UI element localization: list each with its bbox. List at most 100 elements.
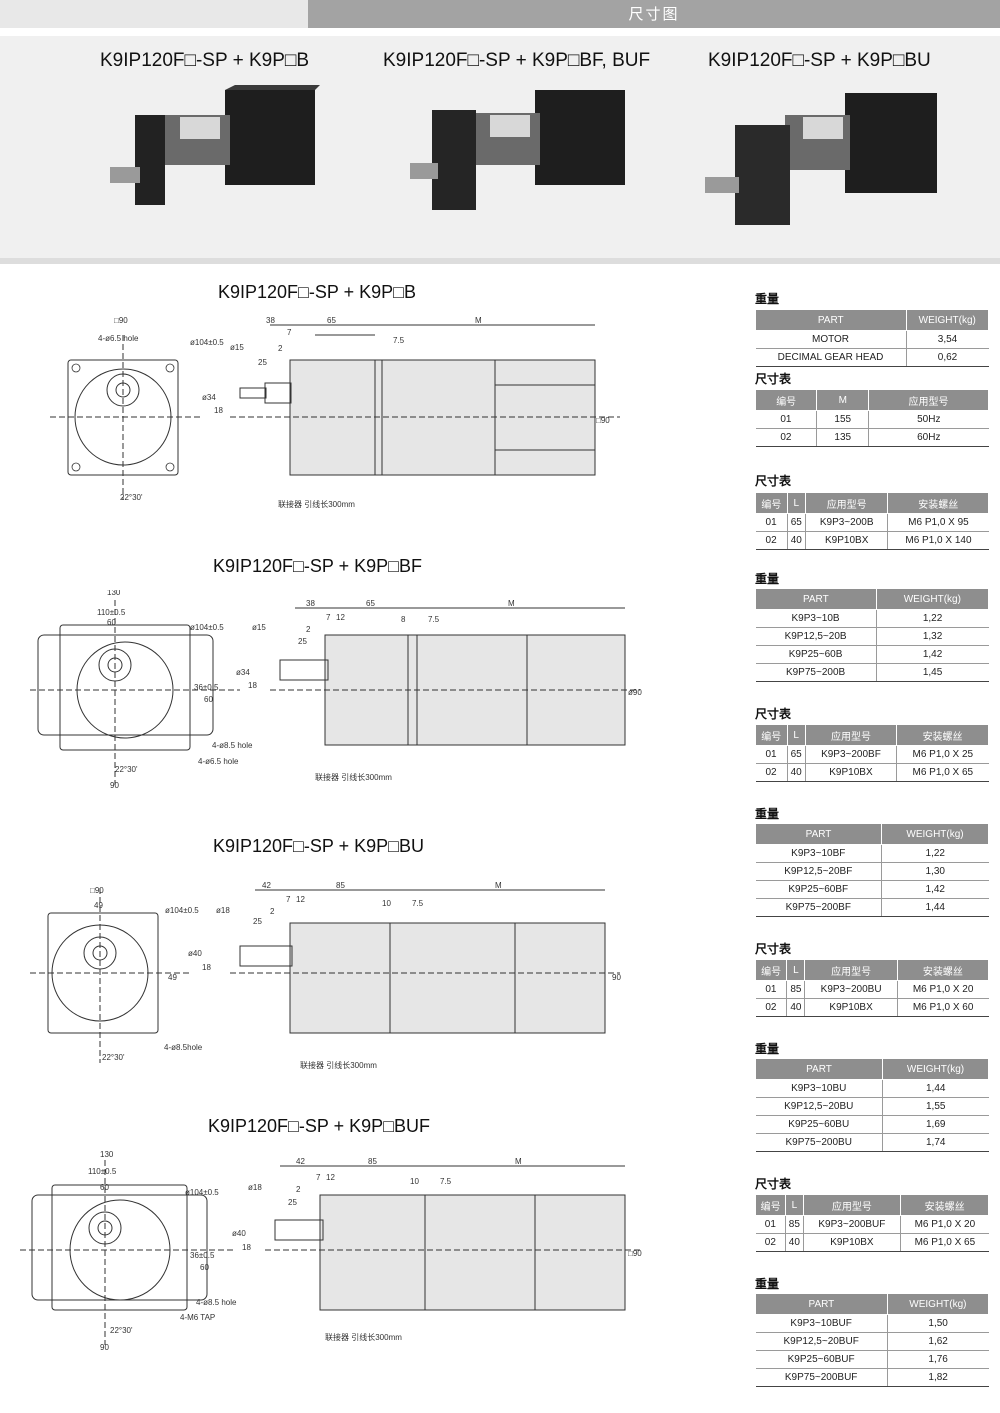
dim-90w: 90 bbox=[100, 1343, 109, 1352]
dim-shaft: ø15 bbox=[252, 623, 266, 632]
table-cell: 01 bbox=[755, 1215, 786, 1234]
table-cell: 40 bbox=[786, 763, 806, 782]
dim-36: 36±0.5 bbox=[190, 1251, 215, 1260]
table-cell: DECIMAL GEAR HEAD bbox=[755, 348, 907, 367]
table-cell: 1,42 bbox=[881, 880, 989, 899]
table-cell: M6 P1,0 X 65 bbox=[900, 1233, 989, 1252]
table-cell: M6 P1,0 X 25 bbox=[896, 745, 989, 764]
table-cell: K9P25~60BF bbox=[755, 880, 882, 899]
table-cell: M6 P1,0 X 20 bbox=[896, 980, 989, 999]
dim-18: 18 bbox=[248, 681, 257, 690]
dim-38: 38 bbox=[266, 316, 275, 325]
dim-m: M bbox=[515, 1157, 522, 1166]
label-dim-table: 尺寸表 bbox=[755, 942, 792, 956]
table-cell: M6 P1,0 X 60 bbox=[896, 998, 989, 1017]
dim-2: 2 bbox=[306, 625, 311, 634]
table-header-cell: PART bbox=[755, 1293, 888, 1315]
dim-42: 42 bbox=[296, 1157, 305, 1166]
dim-12: 12 bbox=[296, 895, 305, 904]
motor-photo-bu bbox=[705, 93, 937, 225]
label-weight: 重量 bbox=[755, 572, 780, 586]
dim-7: 7 bbox=[326, 613, 331, 622]
table-header-cell: PART bbox=[755, 309, 907, 331]
drawing-title-b: K9IP120F□-SP + K9P□B bbox=[218, 282, 417, 302]
table-cell: K9P3~200BU bbox=[804, 980, 898, 999]
table-cell: 1,44 bbox=[881, 898, 989, 917]
dim-2: 2 bbox=[270, 907, 275, 916]
table-header-cell: 编号 bbox=[755, 724, 788, 746]
dim-pcd: ø104±0.5 bbox=[190, 338, 224, 347]
table-cell: 02 bbox=[755, 531, 788, 550]
dim-90: 90 bbox=[612, 973, 621, 982]
table-header-cell: L bbox=[785, 1194, 804, 1216]
table-cell: 1,76 bbox=[886, 1350, 989, 1369]
table-cell: K9P12,5~20B bbox=[755, 627, 877, 646]
table-cell: K9P3~10BF bbox=[755, 844, 882, 863]
table-cell: 02 bbox=[755, 998, 787, 1017]
table-cell: K9P3~10B bbox=[755, 609, 877, 628]
dim-8: 8 bbox=[401, 615, 406, 624]
drawing-title-bf: K9IP120F□-SP + K9P□BF bbox=[213, 556, 423, 576]
label-dim-table: 尺寸表 bbox=[755, 372, 792, 386]
photo-title-bf: K9IP120F□-SP + K9P□BF, BUF bbox=[383, 50, 651, 71]
label-weight: 重量 bbox=[755, 1277, 780, 1291]
label-dim-table: 尺寸表 bbox=[755, 474, 792, 488]
cable-label: 联接器 引线长300mm bbox=[300, 1060, 377, 1070]
motor-photo-bf bbox=[410, 90, 625, 210]
table-cell: 1,45 bbox=[875, 663, 989, 682]
table-header-cell: PART bbox=[754, 823, 883, 845]
dim-7-5: 7.5 bbox=[412, 899, 424, 908]
dim-7-5: 7.5 bbox=[393, 336, 405, 345]
dim-18: 18 bbox=[214, 406, 223, 415]
dim-60v: 60 bbox=[204, 695, 213, 704]
table-cell: 1,62 bbox=[886, 1332, 989, 1351]
table-cell: 02 bbox=[755, 428, 817, 447]
dim-85: 85 bbox=[368, 1157, 377, 1166]
table-header-cell: 编号 bbox=[755, 492, 788, 514]
table-cell: M6 P1,0 X 140 bbox=[887, 531, 989, 550]
table-header-cell: 应用型号 bbox=[804, 492, 889, 514]
dim-7: 7 bbox=[287, 328, 292, 337]
dim-10: 10 bbox=[382, 899, 391, 908]
table-cell: 1,32 bbox=[875, 627, 989, 646]
dim-18: 18 bbox=[242, 1243, 251, 1252]
dim-d34: ø34 bbox=[236, 668, 250, 677]
dim-shaft: ø18 bbox=[248, 1183, 262, 1192]
dim-2: 2 bbox=[296, 1185, 301, 1194]
label-weight: 重量 bbox=[755, 292, 780, 306]
photo-title-bu: K9IP120F□-SP + K9P□BU bbox=[708, 50, 931, 71]
dim-12: 12 bbox=[336, 613, 345, 622]
drawing-buf: 130 110±0.5 60 ø104±0.5 ø18 42 85 M 7 12… bbox=[20, 1150, 642, 1352]
dim-60: 60 bbox=[100, 1183, 109, 1192]
dim-90: □90 bbox=[596, 416, 610, 425]
table-cell: K9P25~60B bbox=[755, 645, 877, 664]
table-header-cell: 编号 bbox=[754, 959, 788, 981]
dim-130: 130 bbox=[100, 1150, 114, 1159]
table-cell: K9P25~60BU bbox=[755, 1115, 883, 1134]
table-header-cell: 安装螺丝 bbox=[900, 1194, 989, 1216]
table-cell: 1,69 bbox=[881, 1115, 989, 1134]
table-cell: MOTOR bbox=[755, 330, 907, 349]
table-header-cell: WEIGHT(kg) bbox=[881, 1058, 990, 1080]
dim-18: 18 bbox=[202, 963, 211, 972]
table-cell: 0,62 bbox=[905, 348, 989, 367]
table-header-cell: WEIGHT(kg) bbox=[881, 823, 989, 845]
label-weight: 重量 bbox=[755, 807, 780, 821]
dim-90: □90 bbox=[628, 1249, 642, 1258]
dim-85: 85 bbox=[336, 881, 345, 890]
table-cell: 1,82 bbox=[886, 1368, 989, 1387]
table-cell: 85 bbox=[785, 1215, 804, 1234]
dim-d34: ø34 bbox=[202, 393, 216, 402]
table-cell: 60Hz bbox=[868, 428, 989, 447]
table-header-cell: PART bbox=[755, 588, 877, 610]
table-cell: K9P10BX bbox=[804, 998, 898, 1017]
dim-shaft: ø18 bbox=[216, 906, 230, 915]
dim-65: 65 bbox=[327, 316, 336, 325]
table-cell: 40 bbox=[785, 1233, 804, 1252]
dim-49: 49 bbox=[94, 901, 103, 910]
